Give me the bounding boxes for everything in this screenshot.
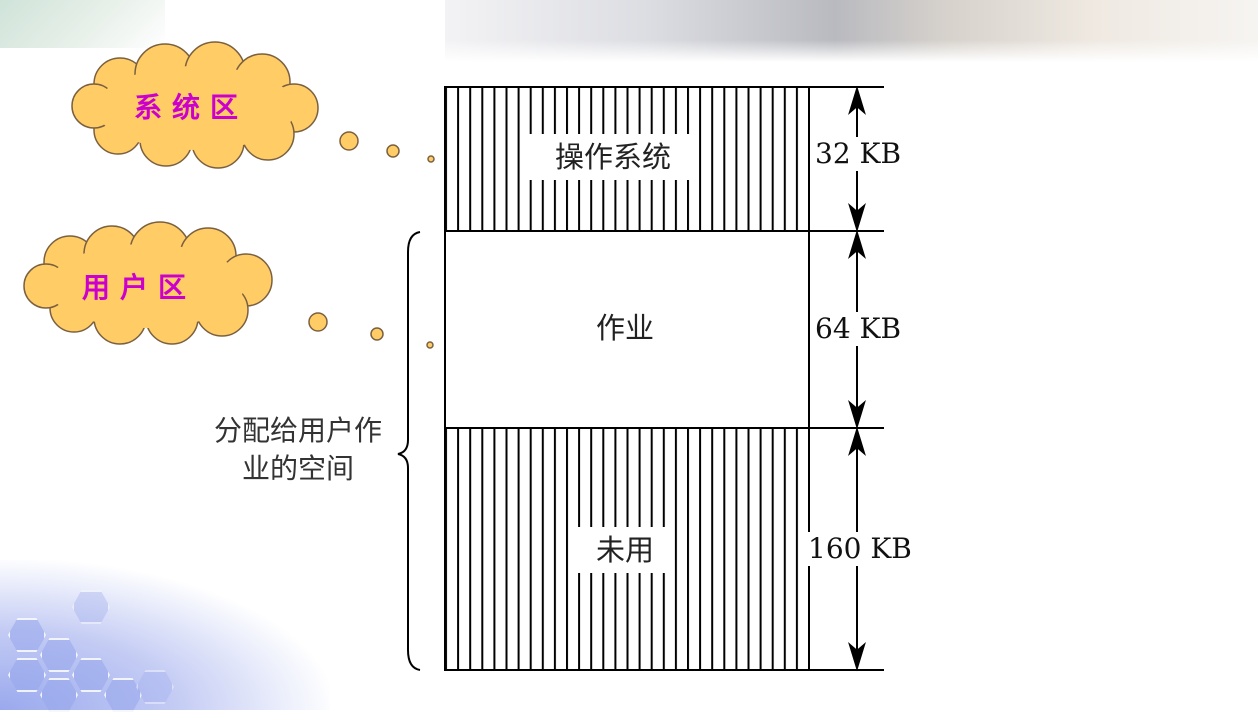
hexagon-shape xyxy=(136,670,174,704)
hexagon-shape xyxy=(8,618,46,652)
allocated-space-note-line1: 分配给用户作 xyxy=(213,414,382,447)
os-size-label: 32 KB xyxy=(813,137,904,171)
allocated-space-note-line2: 业的空间 xyxy=(241,452,354,485)
user-area-label: 用户区 xyxy=(82,271,197,304)
user-area-cloud xyxy=(23,221,273,345)
system-thought-bubbles xyxy=(339,131,435,163)
hexagon-shape xyxy=(72,658,110,692)
system-area-label: 系统区 xyxy=(134,91,249,124)
hexagon-shape xyxy=(8,658,46,692)
hexagon-shape xyxy=(72,590,110,624)
job-size-label: 64 KB xyxy=(813,312,904,346)
user-thought-bubbles xyxy=(308,312,434,349)
corner-hexagon-decoration xyxy=(0,560,330,712)
header-banner-fade xyxy=(445,40,1258,62)
corner-decoration-image xyxy=(0,0,165,48)
dimension-arrows xyxy=(848,85,866,672)
brace xyxy=(397,231,421,671)
unused-size-label: 160 KB xyxy=(806,532,914,566)
hexagon-shape xyxy=(104,678,142,712)
hexagon-shape xyxy=(40,638,78,672)
allocated-space-note: 分配给用户作 业的空间 xyxy=(190,412,406,488)
system-area-cloud xyxy=(71,41,319,169)
job-segment-label: 作业 xyxy=(560,305,690,351)
unused-segment-label: 未用 xyxy=(576,527,674,573)
extension-lines xyxy=(809,86,884,671)
hexagon-shape xyxy=(40,678,78,712)
os-segment-label: 操作系统 xyxy=(528,134,698,180)
